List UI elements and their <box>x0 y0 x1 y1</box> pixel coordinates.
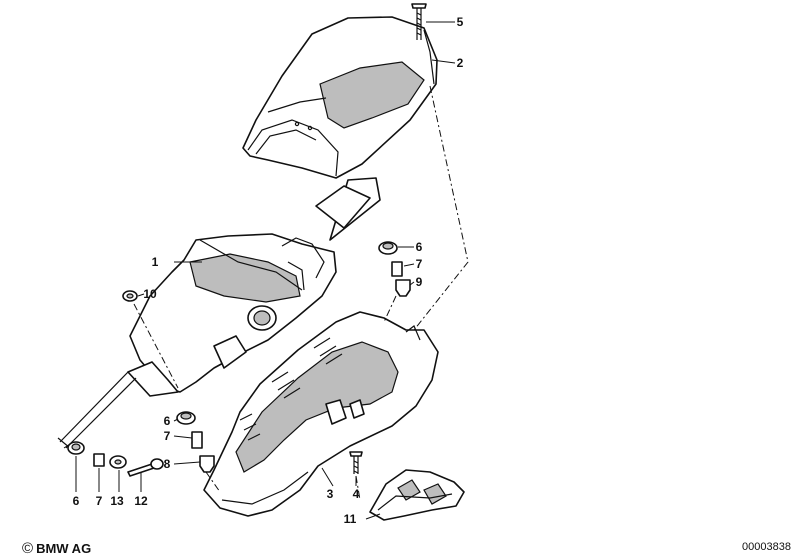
callout-c7a: 7 <box>416 257 423 271</box>
callout-c4: 4 <box>353 487 360 501</box>
fastener-stack-upper <box>378 241 411 297</box>
brand-mark: © BMW AG <box>22 540 91 557</box>
callout-c10: 10 <box>143 287 157 301</box>
callout-c5: 5 <box>457 15 464 29</box>
steering-column-bracket <box>57 177 381 449</box>
callout-c11: 11 <box>344 512 357 526</box>
callout-c8: 8 <box>164 457 171 471</box>
fastener-row-bottom <box>67 441 164 477</box>
sleeve-7-upper <box>391 261 403 277</box>
lower-column-shroud <box>203 311 439 517</box>
sleeve-7-lower <box>93 453 105 467</box>
leader-lines <box>75 21 456 520</box>
callout-c9: 9 <box>416 275 423 289</box>
bolt-8 <box>199 455 215 473</box>
bolt-9 <box>395 279 411 297</box>
callout-c12: 12 <box>134 494 148 508</box>
callout-c13: 13 <box>110 494 124 508</box>
callout-c6a: 6 <box>416 240 423 254</box>
fastener-stack-middle <box>176 411 215 473</box>
sleeve-7-middle <box>191 431 203 449</box>
washer-10 <box>122 290 138 302</box>
callout-c3: 3 <box>327 487 334 501</box>
copyright-symbol: © <box>22 540 34 557</box>
callout-c7b: 7 <box>164 429 171 443</box>
document-number: 00003838 <box>742 541 791 553</box>
brand-name: BMW AG <box>36 541 92 556</box>
upper-column-shroud <box>242 16 438 179</box>
assembly-lines <box>63 85 469 501</box>
callout-c6c: 6 <box>73 494 80 508</box>
screw-4 <box>349 451 363 474</box>
callout-c6b: 6 <box>164 414 171 428</box>
callout-c1: 1 <box>152 255 159 269</box>
callout-c7c: 7 <box>96 494 103 508</box>
callout-c2: 2 <box>457 56 464 70</box>
screw-5 <box>411 3 427 40</box>
clip-11 <box>369 469 465 521</box>
